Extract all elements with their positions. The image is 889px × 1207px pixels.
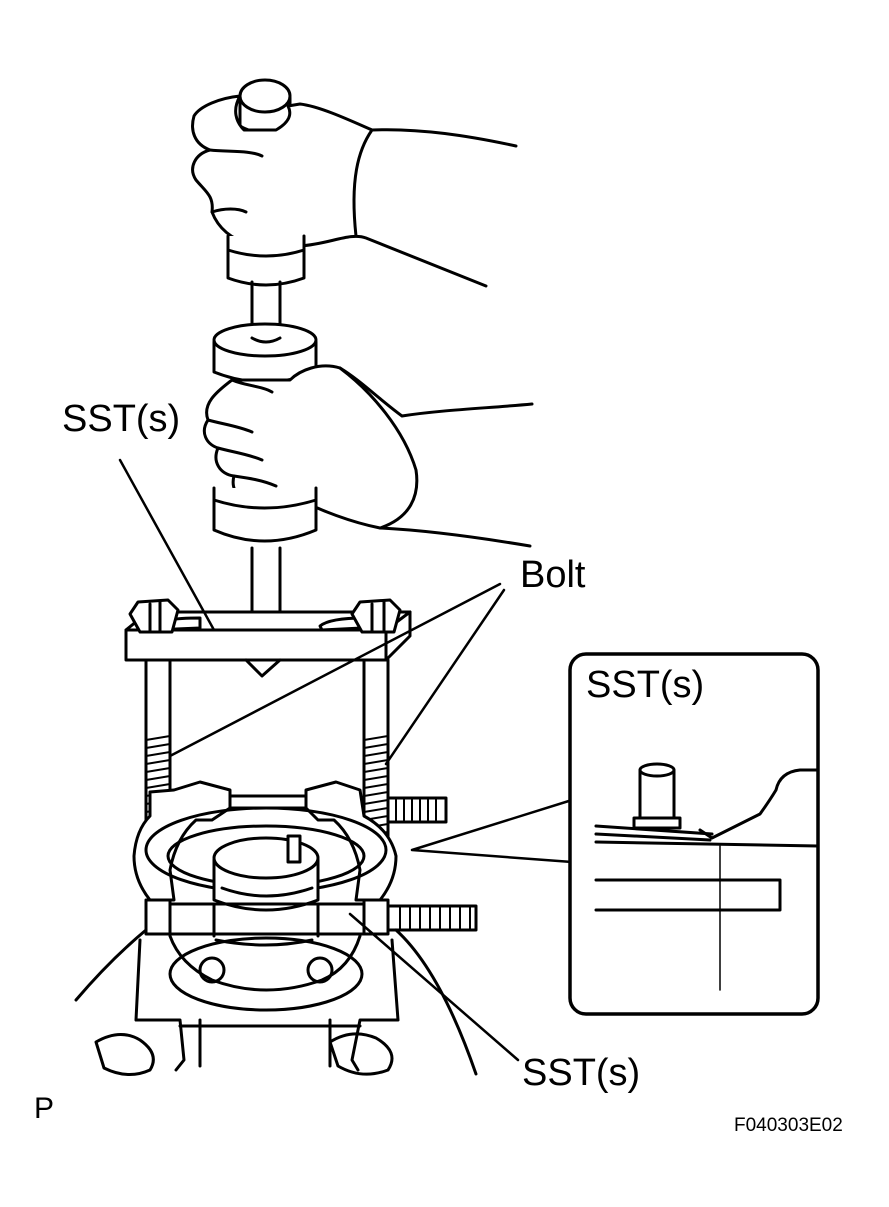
puller-lower-bar	[144, 898, 478, 938]
sst-label-inset: SST(s)	[586, 664, 705, 706]
axle-hub-flange	[168, 934, 364, 1012]
bolt-head-right	[350, 598, 402, 634]
view-marker-label: P	[34, 1092, 55, 1125]
bolt-label: Bolt	[520, 554, 586, 596]
figure-code-label: F040303E02	[734, 1115, 843, 1136]
sliding-weight	[212, 322, 318, 384]
steering-knuckle	[74, 928, 478, 1076]
lower-handle-sleeve	[212, 486, 318, 543]
upper-handle-sleeve	[226, 234, 306, 287]
bolt-head-left	[128, 598, 180, 634]
sst-label-top: SST(s)	[62, 398, 181, 440]
leader-lines	[118, 458, 768, 1062]
callout-pointer	[410, 798, 574, 864]
lower-hand	[202, 364, 534, 548]
long-bolt-right	[362, 658, 390, 844]
detail-inset	[568, 652, 820, 1016]
hub-inner-race	[144, 806, 388, 912]
puller-plate-left	[132, 780, 232, 902]
sst-label-bottom: SST(s)	[522, 1052, 641, 1094]
